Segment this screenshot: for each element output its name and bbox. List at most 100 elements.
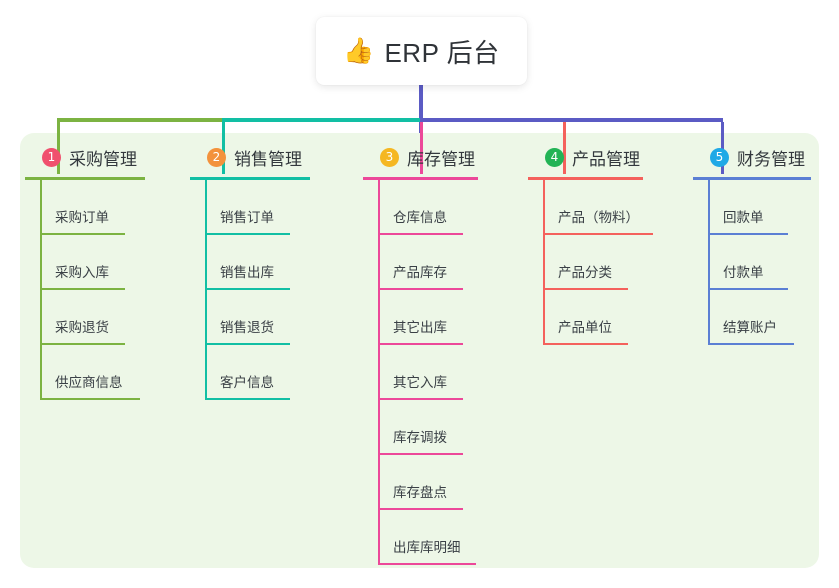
column-items-purchasing: 采购订单采购入库采购退货供应商信息 — [25, 180, 145, 400]
root-node-erp-backend[interactable]: 👍 ERP 后台 — [316, 17, 527, 85]
list-item-label: 产品分类 — [558, 265, 612, 280]
list-item[interactable]: 采购入库 — [25, 235, 145, 290]
list-item-label: 其它入库 — [393, 375, 447, 390]
root-node-title: ERP 后台 — [384, 37, 500, 68]
column-header-inventory[interactable]: 3 库存管理 — [363, 144, 478, 170]
trunk-vertical-line — [419, 85, 423, 133]
list-item-rule — [378, 343, 463, 345]
list-item[interactable]: 库存调拨 — [363, 400, 478, 455]
connector-segment-green — [57, 118, 222, 122]
list-item-label: 仓库信息 — [393, 210, 447, 225]
column-badge-finance: 5 — [710, 147, 729, 167]
list-item[interactable]: 供应商信息 — [25, 345, 145, 400]
list-item-rule — [708, 343, 794, 345]
column-spine-finance — [708, 180, 710, 345]
list-item-label: 采购退货 — [55, 320, 109, 335]
column-items-finance: 回款单付款单结算账户 — [693, 180, 811, 345]
list-item[interactable]: 库存盘点 — [363, 455, 478, 510]
list-item-rule — [708, 233, 788, 235]
list-item-rule — [378, 563, 476, 565]
list-item-label: 供应商信息 — [55, 375, 123, 390]
connector-segment-blue — [420, 118, 723, 122]
list-item[interactable]: 销售退货 — [190, 290, 310, 345]
list-item-rule — [205, 288, 290, 290]
list-item-label: 采购入库 — [55, 265, 109, 280]
list-item-rule — [543, 343, 628, 345]
list-item-label: 回款单 — [723, 210, 764, 225]
list-item-label: 产品单位 — [558, 320, 612, 335]
list-item[interactable]: 回款单 — [693, 180, 811, 235]
diagram-panel-background — [20, 133, 819, 568]
list-item[interactable]: 采购订单 — [25, 180, 145, 235]
column-header-rule-inventory — [363, 177, 478, 180]
list-item-label: 销售订单 — [220, 210, 274, 225]
list-item[interactable]: 出库库明细 — [363, 510, 478, 565]
column-badge-inventory: 3 — [380, 147, 399, 167]
list-item-rule — [205, 343, 290, 345]
list-item-label: 出库库明细 — [393, 540, 461, 555]
column-header-rule-purchasing — [25, 177, 145, 180]
list-item-label: 库存调拨 — [393, 430, 447, 445]
list-item-label: 产品库存 — [393, 265, 447, 280]
list-item[interactable]: 销售订单 — [190, 180, 310, 235]
column-items-inventory: 仓库信息产品库存其它出库其它入库库存调拨库存盘点出库库明细 — [363, 180, 478, 565]
column-product: 4 产品管理产品（物料） 产品分类产品单位 — [528, 144, 653, 345]
list-item-label: 其它出库 — [393, 320, 447, 335]
list-item-rule — [378, 398, 463, 400]
connector-drop-inventory — [420, 122, 423, 174]
list-item[interactable]: 采购退货 — [25, 290, 145, 345]
column-title-inventory: 库存管理 — [407, 149, 475, 169]
list-item-rule — [708, 288, 788, 290]
list-item-label: 销售出库 — [220, 265, 274, 280]
list-item-rule — [40, 233, 125, 235]
connector-segment-teal — [222, 118, 420, 122]
connector-drop-purchasing — [57, 122, 60, 174]
list-item[interactable]: 仓库信息 — [363, 180, 478, 235]
column-title-purchasing: 采购管理 — [69, 149, 137, 169]
list-item-label: 付款单 — [723, 265, 764, 280]
column-header-purchasing[interactable]: 1 采购管理 — [25, 144, 145, 170]
connector-drop-sales — [222, 122, 225, 174]
list-item[interactable]: 付款单 — [693, 235, 811, 290]
list-item-rule — [205, 233, 290, 235]
connector-drop-product — [563, 122, 566, 174]
column-spine-inventory — [378, 180, 380, 565]
list-item-label: 采购订单 — [55, 210, 109, 225]
list-item-rule — [378, 233, 463, 235]
list-item[interactable]: 结算账户 — [693, 290, 811, 345]
list-item-label: 产品（物料） — [558, 210, 639, 225]
list-item-rule — [543, 233, 653, 235]
column-title-sales: 销售管理 — [234, 149, 302, 169]
list-item[interactable]: 其它入库 — [363, 345, 478, 400]
list-item-rule — [378, 453, 463, 455]
list-item-rule — [40, 288, 125, 290]
column-spine-sales — [205, 180, 207, 400]
column-badge-product: 4 — [545, 147, 564, 167]
list-item[interactable]: 产品分类 — [528, 235, 643, 290]
thumbs-up-icon: 👍 — [343, 36, 375, 65]
list-item-rule — [40, 343, 125, 345]
column-inventory: 3 库存管理仓库信息产品库存其它出库其它入库库存调拨库存盘点出库库明细 — [363, 144, 478, 565]
list-item[interactable]: 产品（物料） — [528, 180, 653, 235]
list-item[interactable]: 销售出库 — [190, 235, 310, 290]
list-item-rule — [378, 508, 463, 510]
list-item[interactable]: 产品单位 — [528, 290, 643, 345]
column-header-product[interactable]: 4 产品管理 — [528, 144, 643, 170]
column-items-product: 产品（物料） 产品分类产品单位 — [528, 180, 653, 345]
list-item[interactable]: 客户信息 — [190, 345, 310, 400]
list-item-rule — [543, 288, 628, 290]
column-spine-product — [543, 180, 545, 345]
list-item[interactable]: 其它出库 — [363, 290, 478, 345]
column-badge-purchasing: 1 — [42, 147, 61, 167]
list-item[interactable]: 产品库存 — [363, 235, 478, 290]
list-item-rule — [378, 288, 463, 290]
list-item-label: 销售退货 — [220, 320, 274, 335]
list-item-rule — [40, 398, 140, 400]
list-item-rule — [205, 398, 290, 400]
column-spine-purchasing — [40, 180, 42, 400]
column-title-product: 产品管理 — [572, 149, 640, 169]
